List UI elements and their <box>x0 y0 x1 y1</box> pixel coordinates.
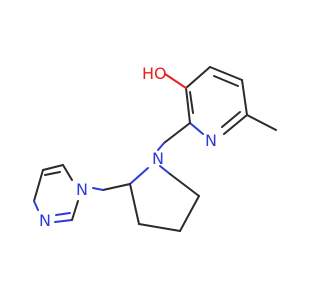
molecule-structure: HO N N N N <box>33 64 277 232</box>
pyridine-ring <box>157 66 277 151</box>
pyrrolidine-nitrogen-label: N <box>152 149 164 168</box>
imidazole-n3-label: N <box>39 211 51 230</box>
pyrrolidine-ring <box>92 165 200 232</box>
imidazole-ring <box>33 164 79 223</box>
hydroxyl-label: HO <box>142 64 167 83</box>
pyridine-nitrogen-label: N <box>205 131 217 150</box>
imidazole-n1-label: N <box>76 180 88 199</box>
